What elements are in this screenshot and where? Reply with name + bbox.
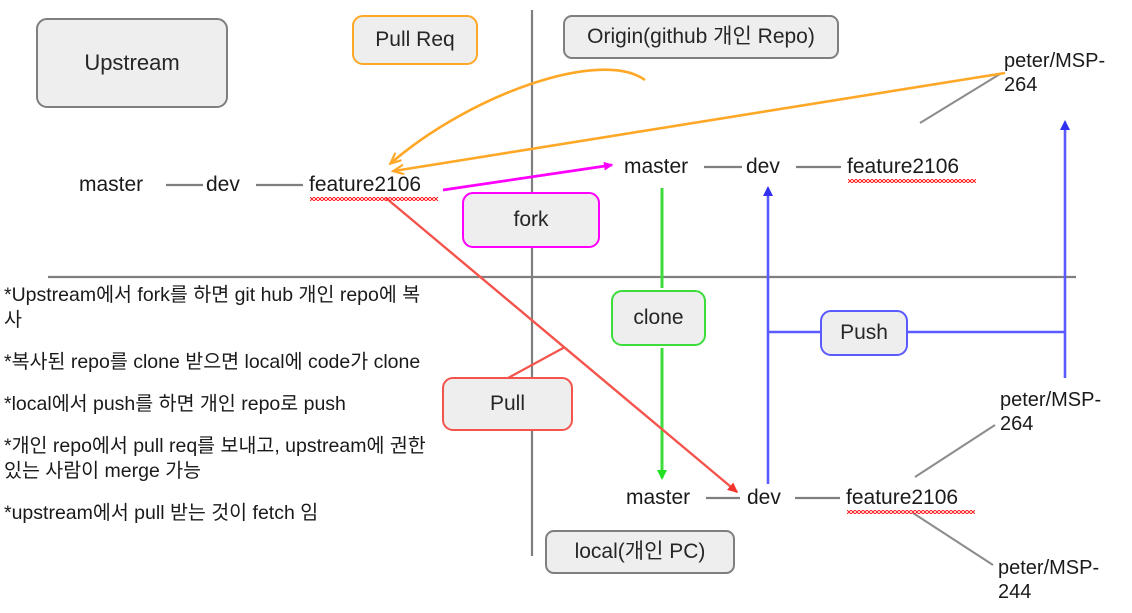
spellcheck-underline-upstream-feature	[310, 197, 438, 201]
zone-label-local: local(개인 PC)	[574, 539, 706, 563]
local-ticket-lower-leader	[912, 512, 994, 566]
notes-block: *Upstream에서 fork를 하면 git hub 개인 repo에 복사…	[4, 283, 434, 543]
zone-box-upstream[interactable]: Upstream	[36, 18, 228, 108]
note-item: *개인 repo에서 pull req를 보내고, upstream에 권한있는…	[4, 434, 426, 482]
origin-branch-master: master	[624, 155, 689, 178]
action-box-push[interactable]: Push	[820, 310, 908, 356]
zone-box-origin[interactable]: Origin(github 개인 Repo)	[563, 15, 839, 59]
ticket-label-local-feature-upper: peter/MSP-264	[1000, 389, 1102, 435]
upstream-branch-dev: dev	[206, 173, 240, 196]
note-item: *upstream에서 pull 받는 것이 fetch 임	[4, 501, 319, 524]
action-box-pull-req[interactable]: Pull Req	[352, 15, 478, 65]
local-ticket-upper-leader	[914, 424, 996, 478]
action-label-push: Push	[840, 320, 888, 344]
origin-ticket-leader	[919, 73, 1001, 124]
fork-arrow	[442, 161, 614, 192]
action-label-fork: fork	[513, 207, 549, 231]
local-branch-feature2106: feature2106	[846, 486, 959, 509]
local-branch-master: master	[626, 486, 691, 509]
spellcheck-underline-local-feature	[847, 510, 975, 514]
local-branch-dev: dev	[747, 486, 781, 509]
pull-box-leader	[507, 346, 566, 379]
pull-request-curve-arrow	[391, 68, 646, 163]
action-label-pull-req: Pull Req	[375, 27, 455, 51]
action-box-clone[interactable]: clone	[611, 290, 706, 346]
zone-label-upstream: Upstream	[84, 50, 180, 76]
upstream-branch-master: master	[79, 173, 144, 196]
note-item: *local에서 push를 하면 개인 repo로 push	[4, 392, 346, 415]
zone-label-origin: Origin(github 개인 Repo)	[587, 24, 815, 48]
origin-branch-feature2106: feature2106	[847, 155, 960, 178]
zone-box-local[interactable]: local(개인 PC)	[545, 530, 735, 574]
note-item: *복사된 repo를 clone 받으면 local에 code가 clone	[4, 350, 421, 373]
upstream-branch-feature2106: feature2106	[309, 173, 422, 196]
action-label-pull: Pull	[489, 391, 526, 415]
ticket-label-local-feature-lower: peter/MSP-244	[998, 557, 1100, 603]
origin-branch-dev: dev	[746, 155, 780, 178]
spellcheck-underline-origin-feature	[848, 179, 976, 183]
action-box-fork[interactable]: fork	[462, 192, 600, 248]
ticket-label-origin-feature: peter/MSP-264	[1004, 50, 1106, 96]
action-label-clone: clone	[633, 305, 684, 329]
action-box-pull[interactable]: Pull	[442, 377, 573, 431]
note-item: *Upstream에서 fork를 하면 git hub 개인 repo에 복사	[4, 284, 421, 331]
